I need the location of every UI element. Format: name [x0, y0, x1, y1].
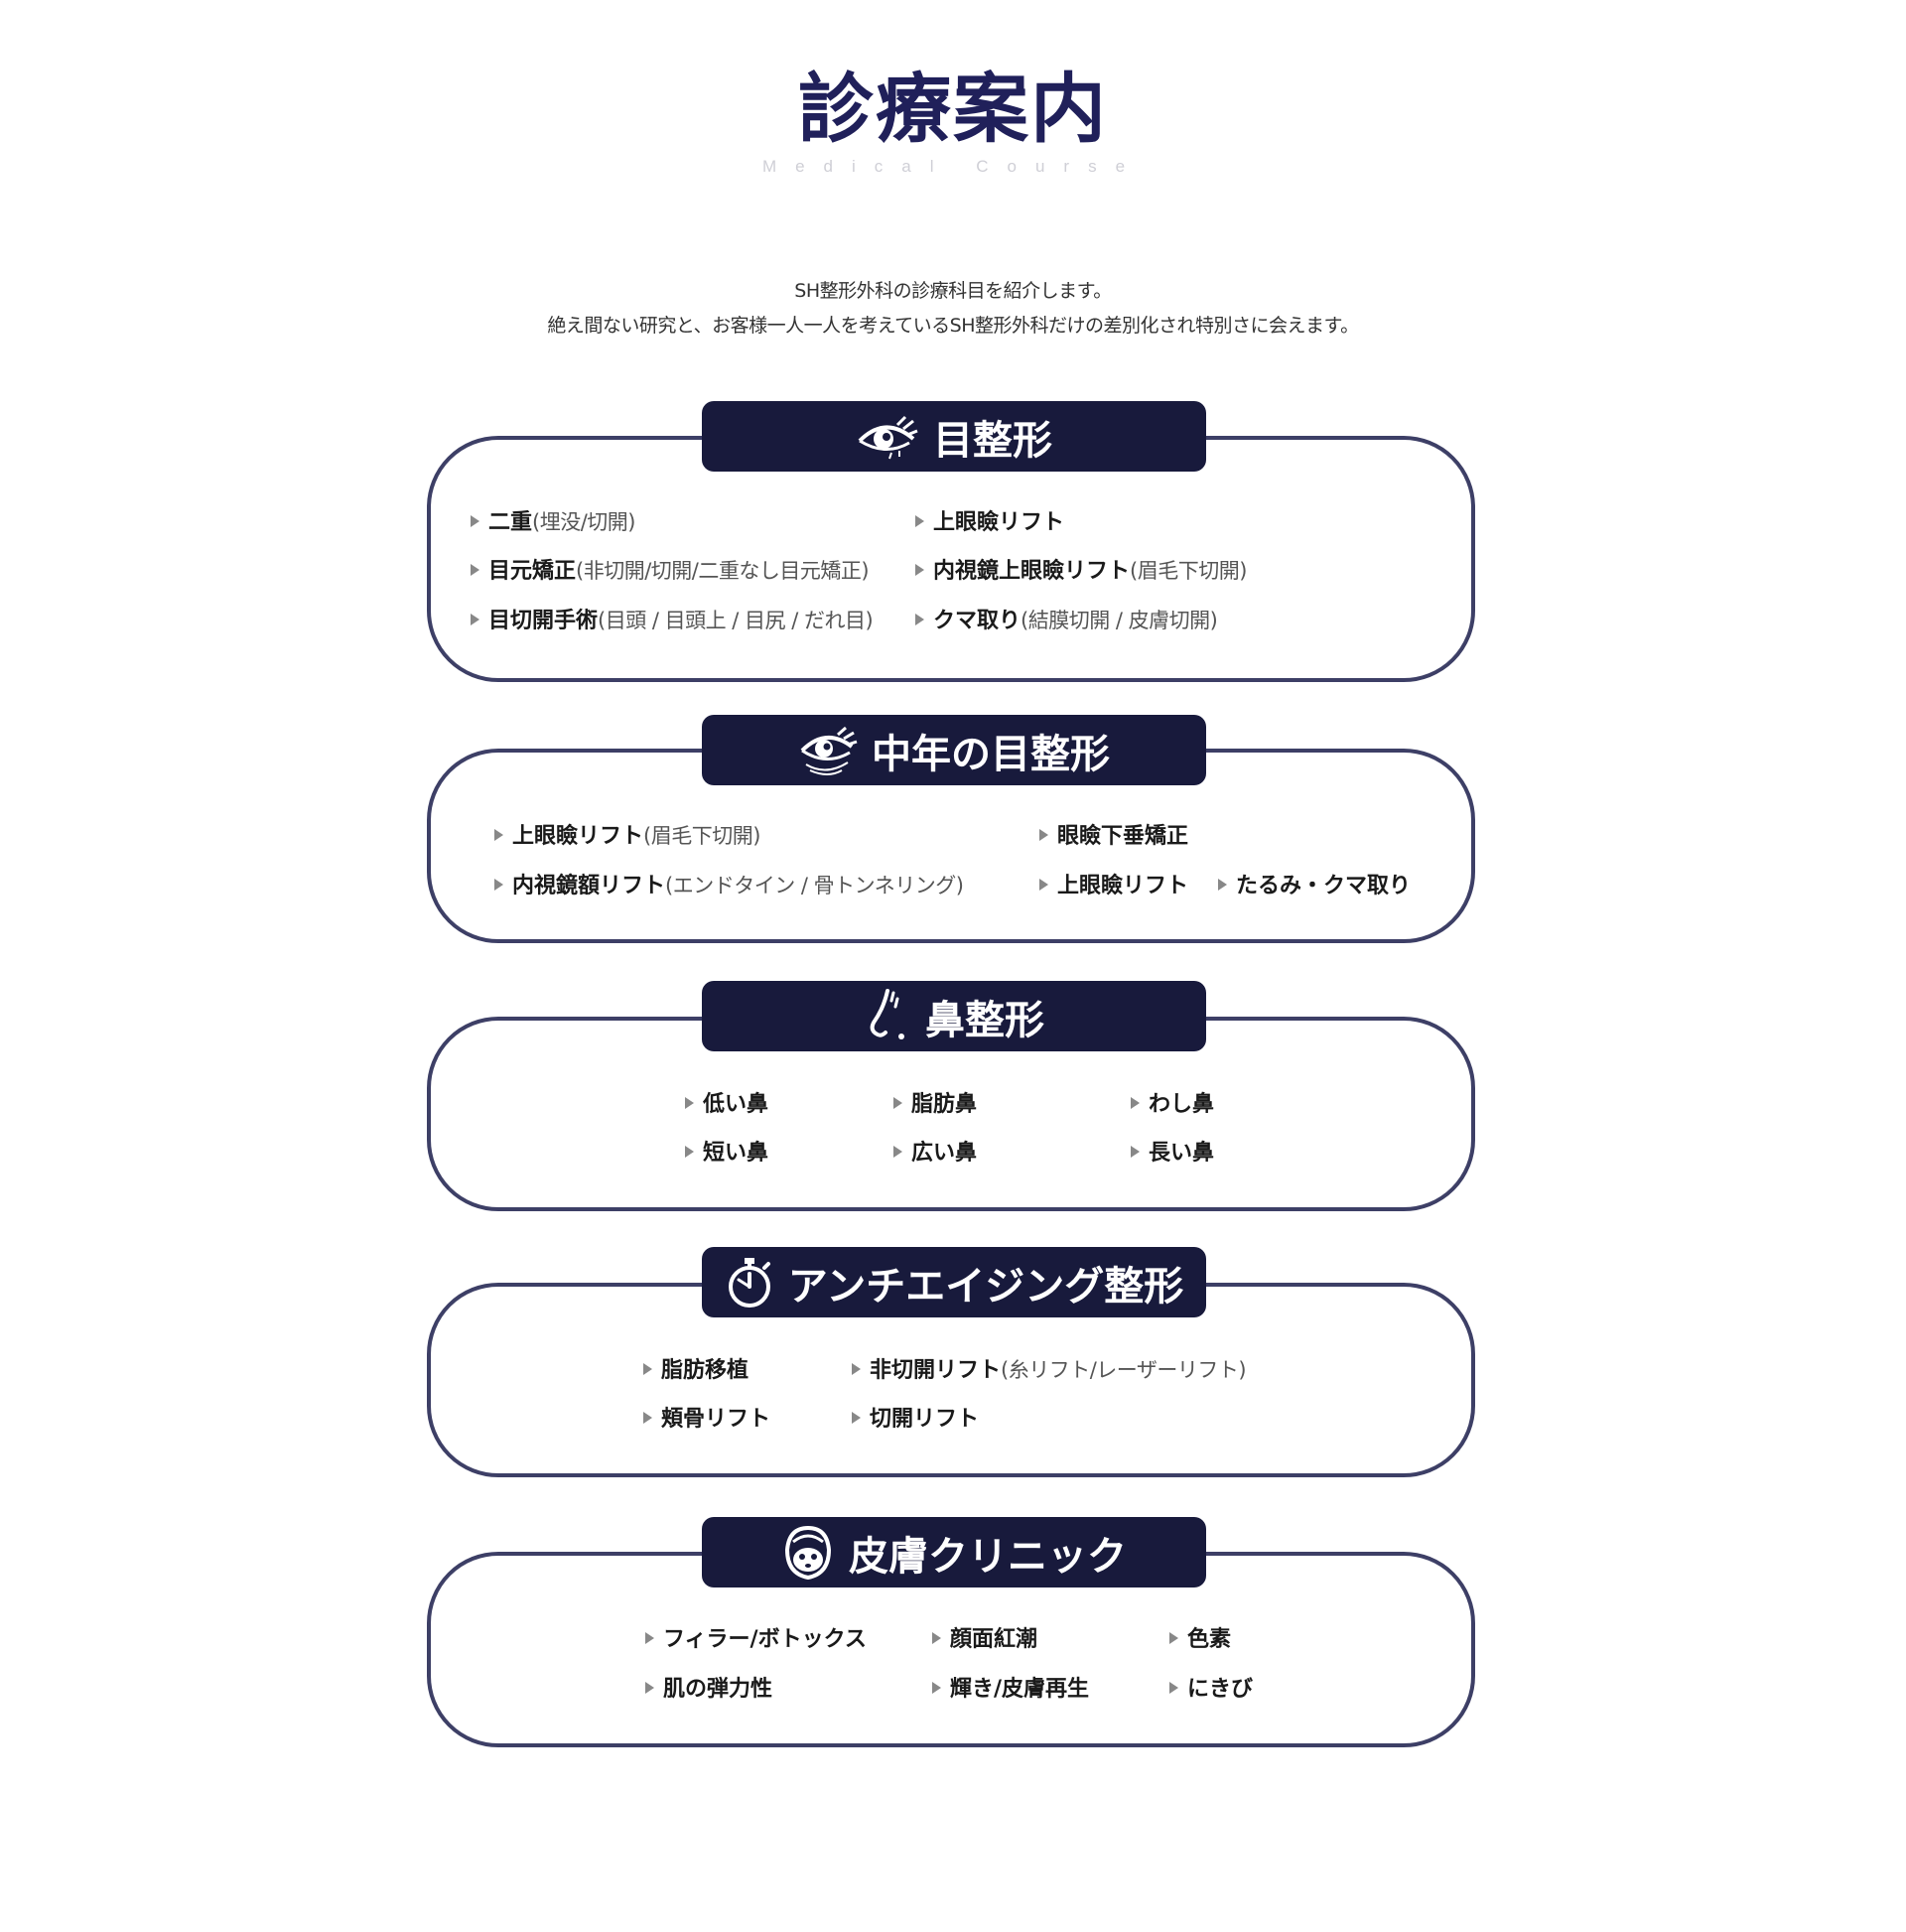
list-item[interactable]: 頬骨リフト: [643, 1401, 770, 1433]
page-title: 診療案内: [798, 65, 1108, 153]
triangle-bullet-icon: [1218, 879, 1227, 891]
triangle-bullet-icon: [645, 1682, 654, 1694]
list-item[interactable]: 内視鏡額リフト(エンドタイン / 骨トンネリング): [494, 868, 964, 899]
triangle-bullet-icon: [471, 564, 479, 576]
triangle-bullet-icon: [471, 515, 479, 527]
page-subtitle: Medical Course: [761, 157, 1145, 176]
list-item[interactable]: 肌の弾力性: [645, 1671, 772, 1703]
nose-icon: [864, 988, 911, 1044]
intro-line-2: 絶え間ない研究と、お客様一人一人を考えているSH整形外科だけの差別化され特別さに…: [547, 315, 1359, 337]
intro-text: SH整形外科の診療科目を紹介します。 絶え間ない研究と、お客様一人一人を考えてい…: [0, 274, 1906, 344]
list-item[interactable]: 上眼瞼リフト: [915, 504, 1064, 536]
triangle-bullet-icon: [915, 564, 924, 576]
section-title: 中年の目整形: [872, 731, 1110, 777]
triangle-bullet-icon: [1131, 1146, 1140, 1158]
triangle-bullet-icon: [852, 1412, 861, 1424]
section-header[interactable]: 目整形: [702, 401, 1206, 472]
triangle-bullet-icon: [645, 1632, 654, 1644]
list-item[interactable]: 色素: [1169, 1621, 1231, 1653]
intro-line-1: SH整形外科の診療科目を紹介します。: [794, 280, 1112, 302]
triangle-bullet-icon: [932, 1632, 941, 1644]
list-item[interactable]: わし鼻: [1131, 1086, 1214, 1118]
list-item[interactable]: 長い鼻: [1131, 1135, 1214, 1167]
triangle-bullet-icon: [932, 1682, 941, 1694]
triangle-bullet-icon: [915, 614, 924, 625]
section-title: 鼻整形: [925, 997, 1044, 1043]
list-item[interactable]: 眼瞼下垂矯正: [1039, 818, 1188, 850]
list-item[interactable]: 上眼瞼リフト: [1039, 868, 1188, 899]
section-title: 皮膚クリニック: [849, 1533, 1127, 1580]
section-header[interactable]: アンチエイジング整形: [702, 1247, 1206, 1317]
triangle-bullet-icon: [852, 1363, 861, 1375]
list-item[interactable]: 目切開手術(目頭 / 目頭上 / 目尻 / だれ目): [471, 603, 874, 634]
triangle-bullet-icon: [1169, 1632, 1178, 1644]
list-item[interactable]: クマ取り(結膜切開 / 皮膚切開): [915, 603, 1218, 634]
triangle-bullet-icon: [1039, 829, 1048, 841]
triangle-bullet-icon: [893, 1097, 902, 1109]
list-item[interactable]: 脂肪移植: [643, 1352, 749, 1384]
list-item[interactable]: たるみ・クマ取り: [1218, 868, 1411, 899]
list-item[interactable]: 切開リフト: [852, 1401, 979, 1433]
section-header[interactable]: 中年の目整形: [702, 715, 1206, 785]
list-item[interactable]: 内視鏡上眼瞼リフト(眉毛下切開): [915, 553, 1247, 585]
list-item[interactable]: 低い鼻: [685, 1086, 768, 1118]
eye-wrinkle-icon: [798, 725, 858, 776]
section-header[interactable]: 皮膚クリニック: [702, 1517, 1206, 1587]
section-title: アンチエイジング整形: [787, 1263, 1184, 1310]
triangle-bullet-icon: [1039, 879, 1048, 891]
eye-icon: [856, 413, 919, 461]
triangle-bullet-icon: [494, 879, 503, 891]
list-item[interactable]: 二重(埋没/切開): [471, 504, 635, 536]
list-item[interactable]: 顔面紅潮: [932, 1621, 1037, 1653]
triangle-bullet-icon: [915, 515, 924, 527]
triangle-bullet-icon: [643, 1363, 652, 1375]
triangle-bullet-icon: [471, 614, 479, 625]
list-item[interactable]: 非切開リフト(糸リフト/レーザーリフト): [852, 1352, 1247, 1384]
section-header[interactable]: 鼻整形: [702, 981, 1206, 1051]
triangle-bullet-icon: [643, 1412, 652, 1424]
triangle-bullet-icon: [1169, 1682, 1178, 1694]
list-item[interactable]: 上眼瞼リフト(眉毛下切開): [494, 818, 760, 850]
list-item[interactable]: 短い鼻: [685, 1135, 768, 1167]
list-item[interactable]: 目元矯正(非切開/切開/二重なし目元矯正): [471, 553, 870, 585]
face-mask-icon: [781, 1524, 835, 1582]
triangle-bullet-icon: [685, 1146, 694, 1158]
triangle-bullet-icon: [685, 1097, 694, 1109]
triangle-bullet-icon: [494, 829, 503, 841]
list-item[interactable]: 脂肪鼻: [893, 1086, 977, 1118]
list-item[interactable]: にきび: [1169, 1671, 1253, 1703]
list-item[interactable]: 輝き/皮膚再生: [932, 1671, 1089, 1703]
triangle-bullet-icon: [1131, 1097, 1140, 1109]
section-title: 目整形: [933, 417, 1052, 464]
stopwatch-icon: [725, 1256, 774, 1310]
triangle-bullet-icon: [893, 1146, 902, 1158]
list-item[interactable]: フィラー/ボトックス: [645, 1621, 867, 1653]
list-item[interactable]: 広い鼻: [893, 1135, 977, 1167]
